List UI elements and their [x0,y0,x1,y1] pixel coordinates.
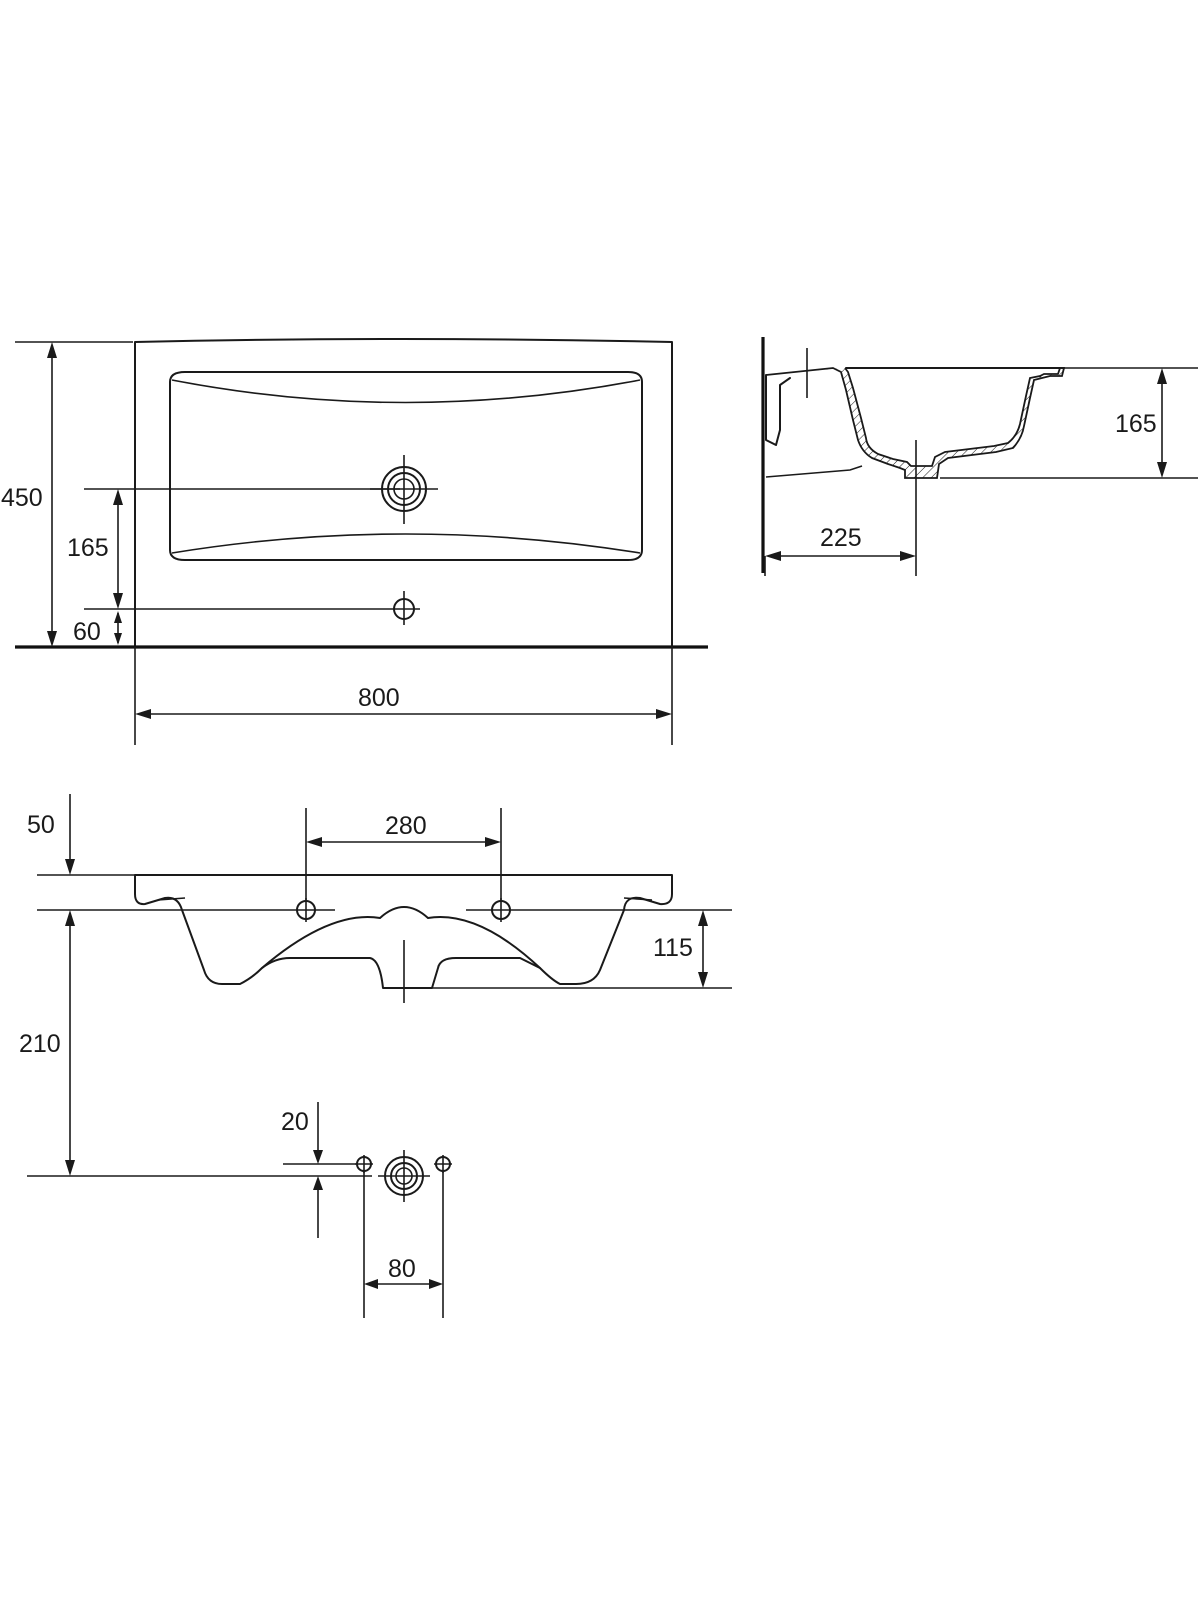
top-view: 450 165 60 800 [1,338,708,745]
top-view-bowl [169,371,643,561]
dim-label-225: 225 [820,524,862,552]
dim-label-80: 80 [388,1255,416,1283]
tap-hole-icon [393,591,415,625]
front-view-bowl-contour [261,906,541,969]
front-view: 50 280 115 210 [19,794,732,1177]
detail-hole-left-icon [355,1155,373,1173]
dim-label-115: 115 [653,934,693,962]
dim-label-280: 280 [385,812,427,840]
front-view-outline [134,874,673,989]
dim-label-800: 800 [358,684,400,712]
side-section-view: 165 225 [761,337,1198,576]
dim-label-165-top: 165 [67,534,109,562]
top-view-bowl-shadow-bottom [171,533,641,554]
dim-label-210: 210 [19,1030,61,1058]
dim-label-20: 20 [281,1108,309,1136]
dim-label-165-side: 165 [1115,410,1157,438]
dim-label-60: 60 [73,618,101,646]
top-view-outline [134,338,673,648]
dim-label-50: 50 [27,811,55,839]
dim-label-450: 450 [1,484,43,512]
detail-drain-icon [378,1150,430,1202]
detail-view: 20 80 [281,1102,452,1318]
top-view-bowl-shadow-top [171,379,641,404]
side-view-section [765,367,1066,479]
detail-hole-right-icon [434,1155,452,1173]
